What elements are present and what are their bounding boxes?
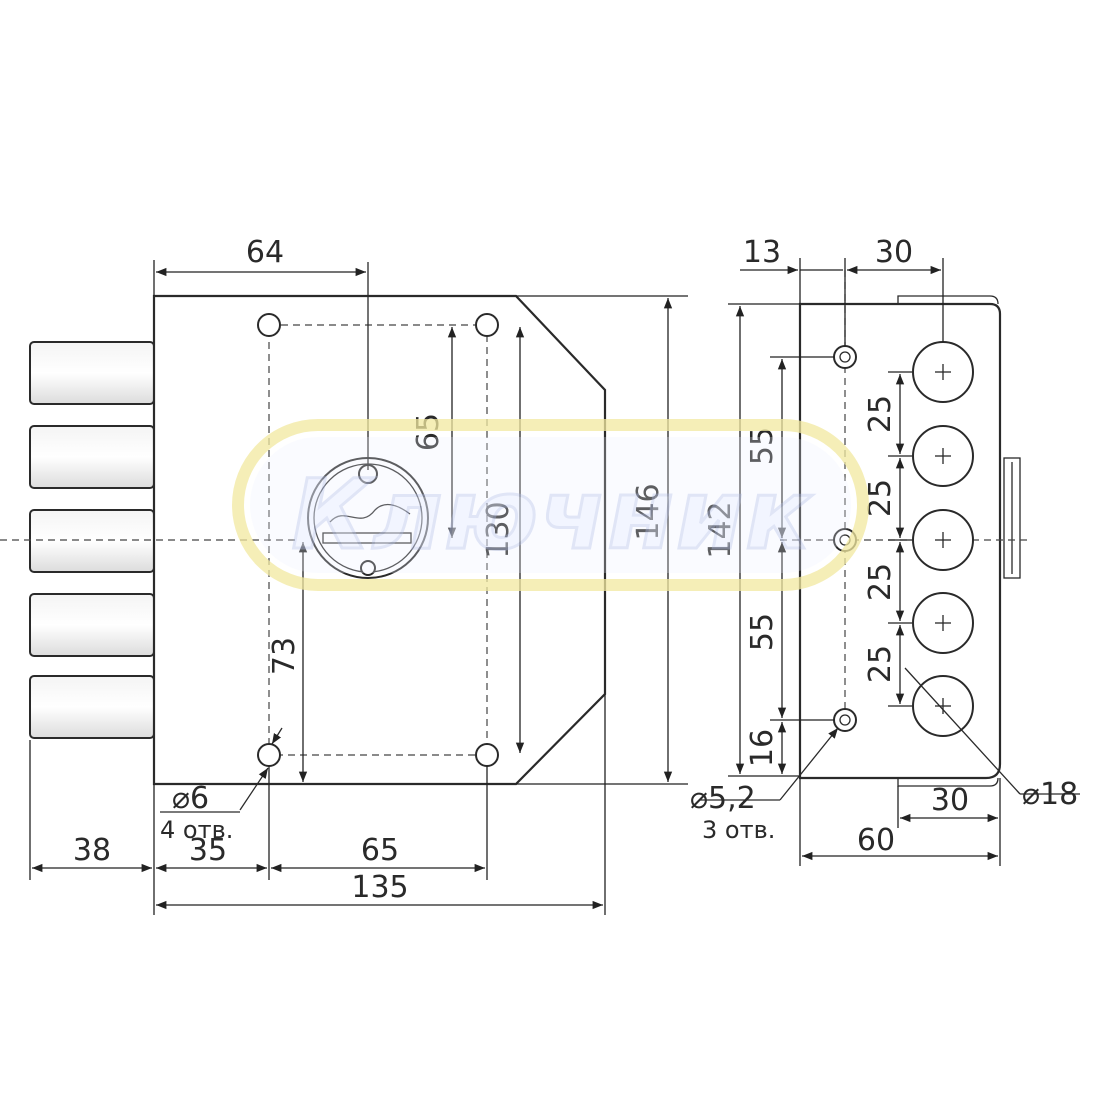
- mount-hole: [257, 313, 281, 337]
- dim-25: 25: [863, 645, 898, 683]
- watermark: Ключник: [232, 419, 869, 591]
- hole-note-diameter: ⌀6: [172, 781, 209, 816]
- bolt: [29, 425, 155, 489]
- side-mount-holes: [833, 345, 857, 732]
- dim-13: 13: [743, 235, 781, 270]
- bolt: [29, 675, 155, 739]
- dim-135: 135: [351, 870, 408, 905]
- bolt: [29, 593, 155, 657]
- side-view: 13 30 142 55 55 16 25 25 25 25 ⌀18: [690, 235, 1080, 866]
- mount-hole: [257, 743, 281, 767]
- mount-hole: [475, 743, 499, 767]
- mount-hole: [475, 313, 499, 337]
- dim-16: 16: [745, 729, 780, 767]
- side-hole-note-count: 3 отв.: [702, 816, 775, 844]
- dim-30-top: 30: [875, 235, 913, 270]
- dim-64: 64: [246, 235, 284, 270]
- dim-38: 38: [73, 833, 111, 868]
- dim-60: 60: [857, 823, 895, 858]
- side-bolt-holes: [912, 341, 974, 737]
- dim-30-bottom: 30: [931, 783, 969, 818]
- dim-65-horizontal: 65: [361, 833, 399, 868]
- side-body: [798, 302, 1002, 780]
- front-view: 64 65 130 146 73 ⌀6 4 отв. 38 35 65: [0, 235, 688, 915]
- dim-73: 73: [267, 637, 302, 675]
- watermark-text: Ключник: [292, 459, 814, 571]
- dim-diameter-18: ⌀18: [1022, 777, 1078, 812]
- hole-note-count: 4 отв.: [160, 816, 233, 844]
- bolt: [29, 509, 155, 573]
- dim-25: 25: [863, 395, 898, 433]
- dim-142: 142: [703, 501, 738, 558]
- dim-146: 146: [631, 483, 666, 540]
- dim-130: 130: [481, 501, 516, 558]
- dim-25: 25: [863, 479, 898, 517]
- side-hole-note-diameter: ⌀5,2: [690, 781, 756, 816]
- dim-55-bottom: 55: [745, 613, 780, 651]
- dim-25: 25: [863, 563, 898, 601]
- dim-35: 35: [189, 833, 227, 868]
- dim-55-top: 55: [745, 427, 780, 465]
- bolt: [29, 341, 155, 405]
